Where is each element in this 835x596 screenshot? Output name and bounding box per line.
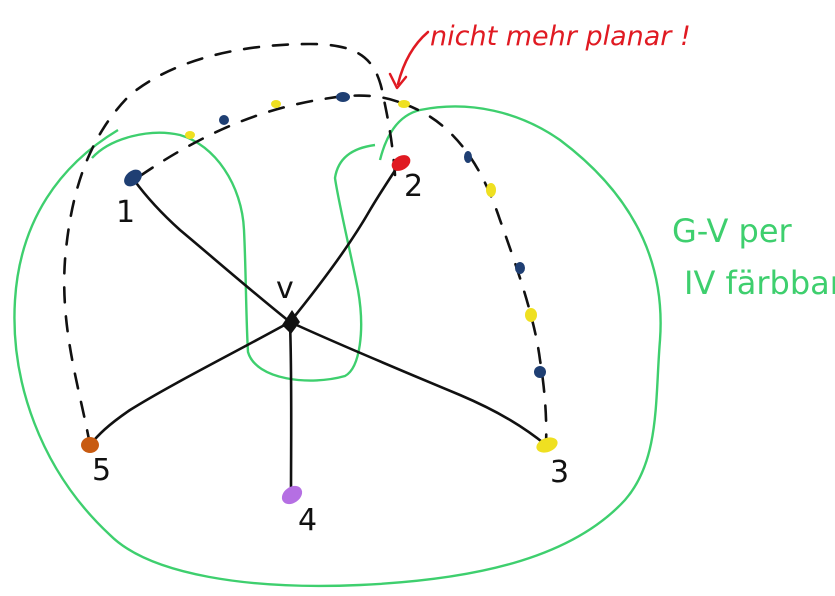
- path-beads: [185, 92, 546, 378]
- warning-arrowhead: [388, 72, 408, 90]
- label-3: 3: [550, 455, 569, 490]
- vertex-3: [536, 437, 558, 453]
- bead-navy: [464, 151, 472, 163]
- bead-yellow: [185, 131, 195, 139]
- vertex-2: [391, 155, 411, 171]
- outer-region: [13, 105, 662, 588]
- vertex-labels: 1 2 3 4 5 v: [92, 169, 569, 538]
- caption: G-V per IV färbbar: [672, 212, 835, 302]
- edge-v-5: [88, 320, 292, 447]
- bead-navy: [336, 92, 350, 102]
- vertex-1: [124, 169, 142, 187]
- warning-annotation: nicht mehr planar !: [388, 21, 691, 90]
- bead-navy: [515, 262, 525, 274]
- caption-line-2: IV färbbar: [684, 264, 835, 302]
- label-4: 4: [298, 503, 317, 538]
- vertex-4: [281, 485, 303, 505]
- bead-navy: [534, 366, 546, 378]
- label-1: 1: [116, 195, 135, 230]
- vertex-v: [282, 310, 300, 334]
- warning-text: nicht mehr planar !: [430, 21, 691, 52]
- label-v: v: [276, 271, 294, 306]
- edge-v-4: [288, 320, 293, 497]
- vertices: [81, 155, 558, 505]
- solid-edges: [88, 161, 548, 497]
- bead-yellow: [398, 100, 410, 108]
- bead-yellow: [271, 100, 281, 108]
- bead-yellow: [525, 308, 537, 322]
- edge-v-3: [288, 320, 548, 447]
- dashed-edges: [62, 42, 548, 447]
- warning-arrow: [396, 30, 430, 86]
- edge-v-2: [288, 161, 402, 324]
- caption-line-1: G-V per: [672, 212, 793, 250]
- label-5: 5: [92, 453, 111, 488]
- bead-yellow: [486, 183, 496, 197]
- edge-v-1: [132, 178, 292, 324]
- vertex-5: [81, 437, 99, 453]
- label-2: 2: [404, 169, 423, 204]
- bead-navy: [219, 115, 229, 125]
- inner-region-left: [91, 131, 376, 382]
